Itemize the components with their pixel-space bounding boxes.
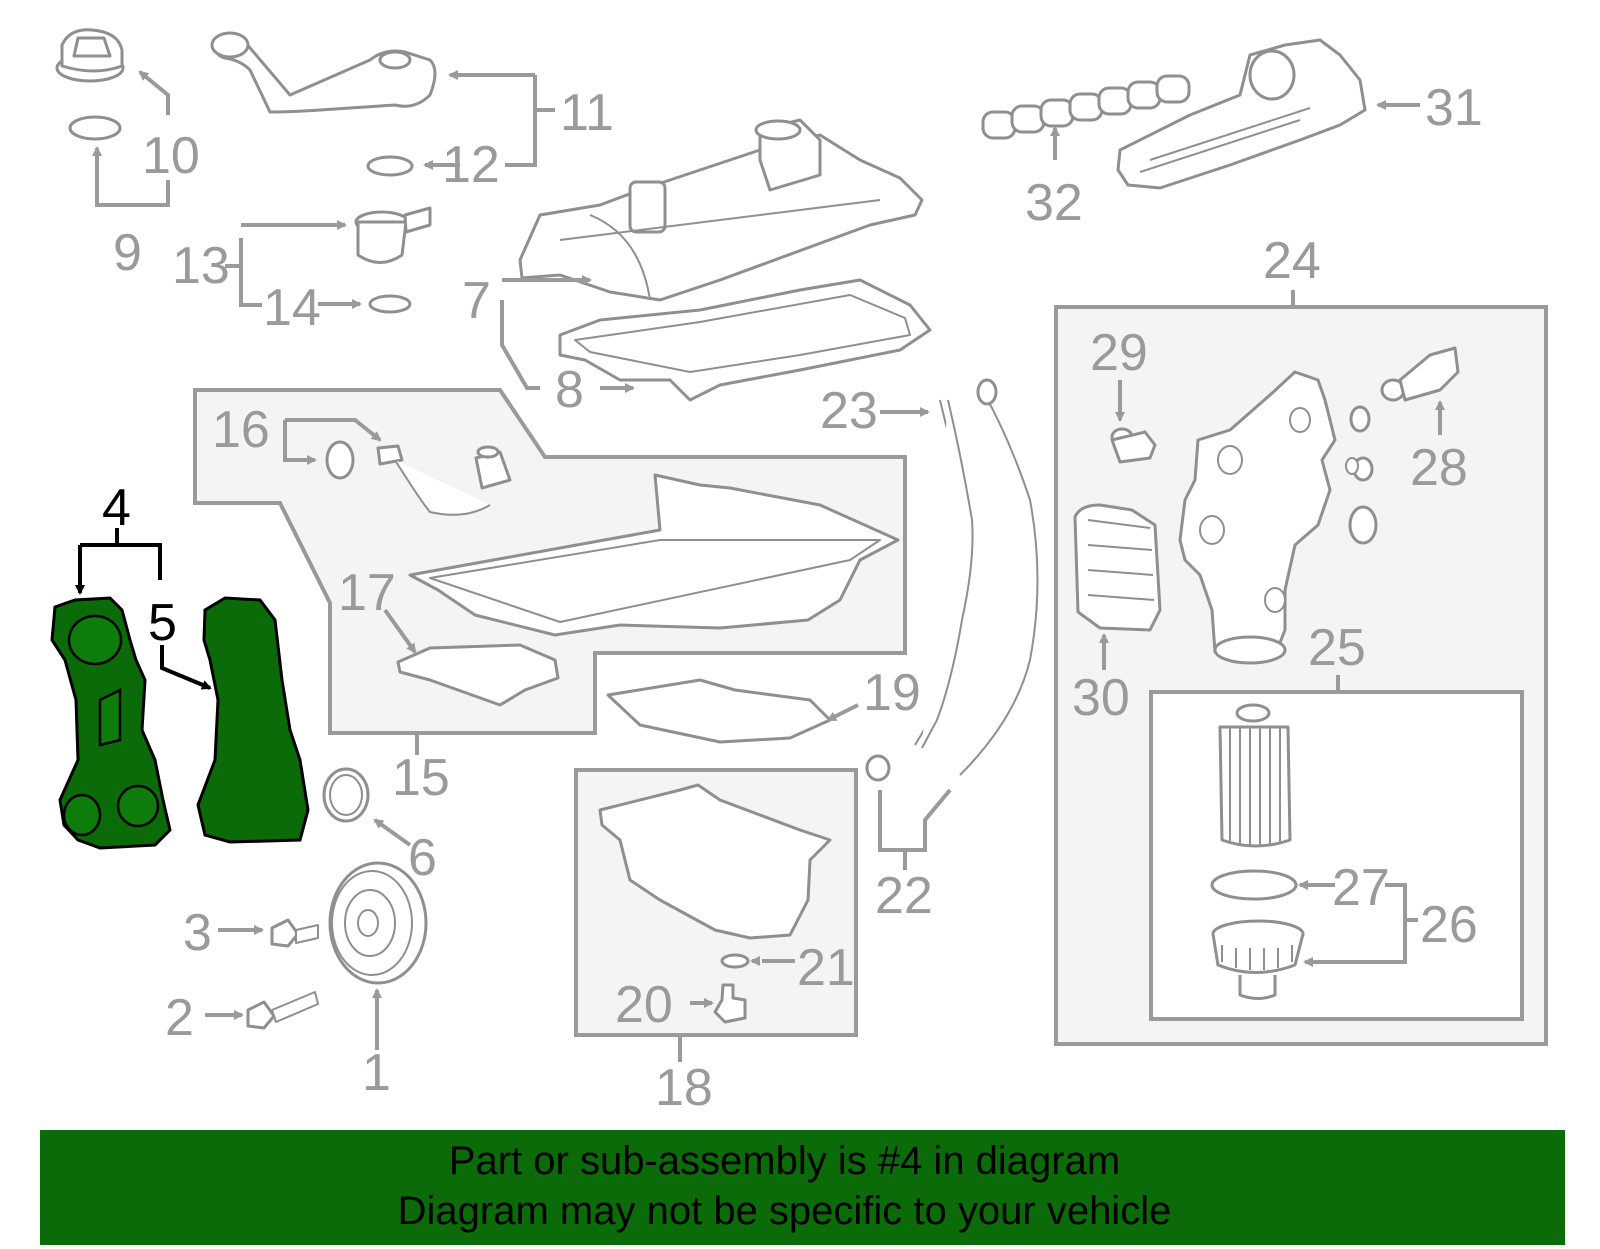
callout-6: 6 bbox=[408, 829, 437, 887]
group-box-25 bbox=[1149, 690, 1524, 1021]
o-ring-a bbox=[1349, 405, 1371, 433]
callout-3: 3 bbox=[183, 904, 212, 962]
callout-23: 23 bbox=[820, 382, 878, 440]
lower-oil-pan bbox=[598, 783, 832, 940]
cap-seal-9 bbox=[68, 115, 122, 141]
pan-gasket-17 bbox=[396, 643, 560, 707]
dipstick-tube-outline bbox=[921, 399, 974, 749]
callout-12: 12 bbox=[442, 136, 500, 194]
sensor-28 bbox=[1380, 346, 1460, 402]
callout-32: 32 bbox=[1025, 174, 1083, 232]
banner-line-1: Part or sub-assembly is #4 in diagram bbox=[448, 1139, 1121, 1183]
callout-26: 26 bbox=[1420, 896, 1478, 954]
gasket-inner bbox=[574, 294, 911, 373]
bolt-2 bbox=[246, 991, 319, 1030]
pan-gasket-19 bbox=[606, 678, 832, 744]
oil-filter-housing bbox=[1178, 370, 1337, 665]
callout-24: 24 bbox=[1263, 232, 1321, 290]
timing-cover-gasket-5 bbox=[196, 596, 310, 844]
callout-22: 22 bbox=[875, 867, 933, 925]
tube-seal-12 bbox=[366, 155, 414, 177]
drain-plug-20 bbox=[713, 983, 747, 1024]
breather-valve bbox=[354, 206, 432, 264]
banner-line-2: Diagram may not be specific to your vehi… bbox=[397, 1189, 1172, 1233]
callout-13: 13 bbox=[172, 237, 230, 295]
callout-15: 15 bbox=[392, 749, 450, 807]
dipstick-handle bbox=[976, 378, 998, 406]
callout-17: 17 bbox=[338, 564, 396, 622]
leader-lines bbox=[92, 70, 1445, 1062]
callout-19: 19 bbox=[863, 664, 921, 722]
info-banner: Part or sub-assembly is #4 in diagram Di… bbox=[40, 1130, 1565, 1245]
callout-21: 21 bbox=[797, 939, 855, 997]
oil-level-sensor bbox=[325, 440, 512, 516]
callout-20: 20 bbox=[615, 976, 673, 1034]
leader-lines-highlight bbox=[75, 528, 212, 690]
intake-manifold bbox=[1116, 38, 1367, 190]
callout-14: 14 bbox=[263, 279, 321, 337]
upper-oil-pan bbox=[408, 473, 900, 637]
o-ring-c bbox=[1348, 505, 1378, 545]
callout-18: 18 bbox=[655, 1059, 713, 1117]
crank-pulley bbox=[328, 861, 428, 985]
oil-filter-element bbox=[1218, 703, 1292, 848]
bolt-3 bbox=[270, 918, 319, 948]
callout-7: 7 bbox=[462, 272, 491, 330]
dipstick bbox=[959, 394, 1039, 776]
callout-30: 30 bbox=[1072, 669, 1130, 727]
oil-filler-tube bbox=[210, 31, 437, 114]
o-ring-d bbox=[1345, 457, 1359, 475]
callout-2: 2 bbox=[165, 989, 194, 1047]
filter-cap-seal-27 bbox=[1210, 869, 1298, 901]
callout-8: 8 bbox=[555, 361, 584, 419]
filter-cap-26 bbox=[1211, 919, 1305, 1000]
callout-11: 11 bbox=[560, 84, 614, 142]
callout-16: 16 bbox=[212, 401, 270, 459]
drain-washer-21 bbox=[720, 953, 750, 969]
front-seal-6-inner bbox=[329, 774, 363, 816]
callout-10: 10 bbox=[142, 127, 200, 185]
oil-cooler bbox=[1073, 503, 1162, 632]
callout-1: 1 bbox=[362, 1044, 391, 1102]
callout-31: 31 bbox=[1425, 79, 1483, 137]
valve-cover bbox=[518, 118, 924, 302]
callout-4: 4 bbox=[102, 479, 131, 537]
callout-28: 28 bbox=[1410, 439, 1468, 497]
intake-gasket bbox=[981, 74, 1191, 140]
callout-29: 29 bbox=[1090, 324, 1148, 382]
dipstick-seal bbox=[865, 754, 891, 782]
oil-filler-cap bbox=[55, 28, 125, 83]
sensor-29 bbox=[1110, 427, 1157, 464]
breather-seal-14 bbox=[368, 294, 412, 314]
callout-9: 9 bbox=[113, 224, 142, 282]
callout-5: 5 bbox=[148, 594, 177, 652]
callout-25: 25 bbox=[1308, 619, 1366, 677]
callout-27: 27 bbox=[1332, 859, 1390, 917]
timing-cover-4 bbox=[50, 596, 172, 850]
